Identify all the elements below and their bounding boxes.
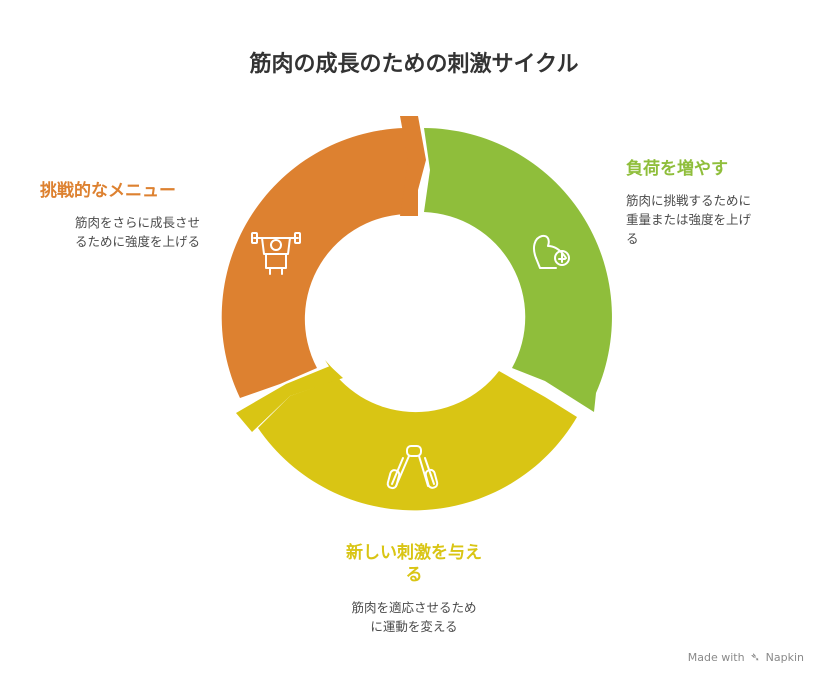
- brand-name: Napkin: [765, 651, 804, 664]
- made-with-text: Made with: [687, 651, 745, 664]
- flexed-arm-weight-icon: [533, 234, 570, 269]
- overhead-press-icon: [251, 232, 301, 275]
- step-label-new-stimulus: 新しい刺激を与え る: [314, 542, 514, 586]
- label-line: 新しい刺激を与え: [346, 543, 482, 563]
- description-line: 筋肉を適応させるため: [351, 600, 477, 615]
- description-line: 筋肉に挑戦するために: [626, 193, 752, 208]
- hand-grip-icon: [386, 445, 439, 490]
- step-label-increase-load: 負荷を増やす: [626, 159, 728, 179]
- step-label-challenging-menu: 挑戦的なメニュー: [40, 181, 176, 201]
- description-line: に運動を変える: [370, 619, 458, 634]
- diagram-title: 筋肉の成長のための刺激サイクル: [249, 52, 579, 77]
- description-line: 筋肉をさらに成長させ: [74, 215, 200, 230]
- description-line: るために強度を上げる: [74, 234, 200, 249]
- segment-new-stimulus-tab: [236, 366, 343, 432]
- description-line: る: [626, 231, 639, 246]
- segment-challenging-menu-tab: [400, 116, 426, 216]
- segment-challenging-menu: [221, 128, 416, 398]
- step-description-challenging-menu: 筋肉をさらに成長させ るために強度を上げる: [40, 213, 200, 251]
- made-with-napkin-badge[interactable]: Made with ➴ Napkin: [688, 650, 804, 664]
- step-description-increase-load: 筋肉に挑戦するために 重量または強度を上げ る: [626, 191, 751, 248]
- segment-increase-load: [424, 128, 612, 412]
- label-line: る: [405, 565, 423, 585]
- segment-new-stimulus: [258, 360, 577, 511]
- napkin-logo-icon: ➴: [750, 650, 761, 664]
- step-description-new-stimulus: 筋肉を適応させるため に運動を変える: [300, 598, 528, 636]
- description-line: 重量または強度を上げ: [626, 212, 752, 227]
